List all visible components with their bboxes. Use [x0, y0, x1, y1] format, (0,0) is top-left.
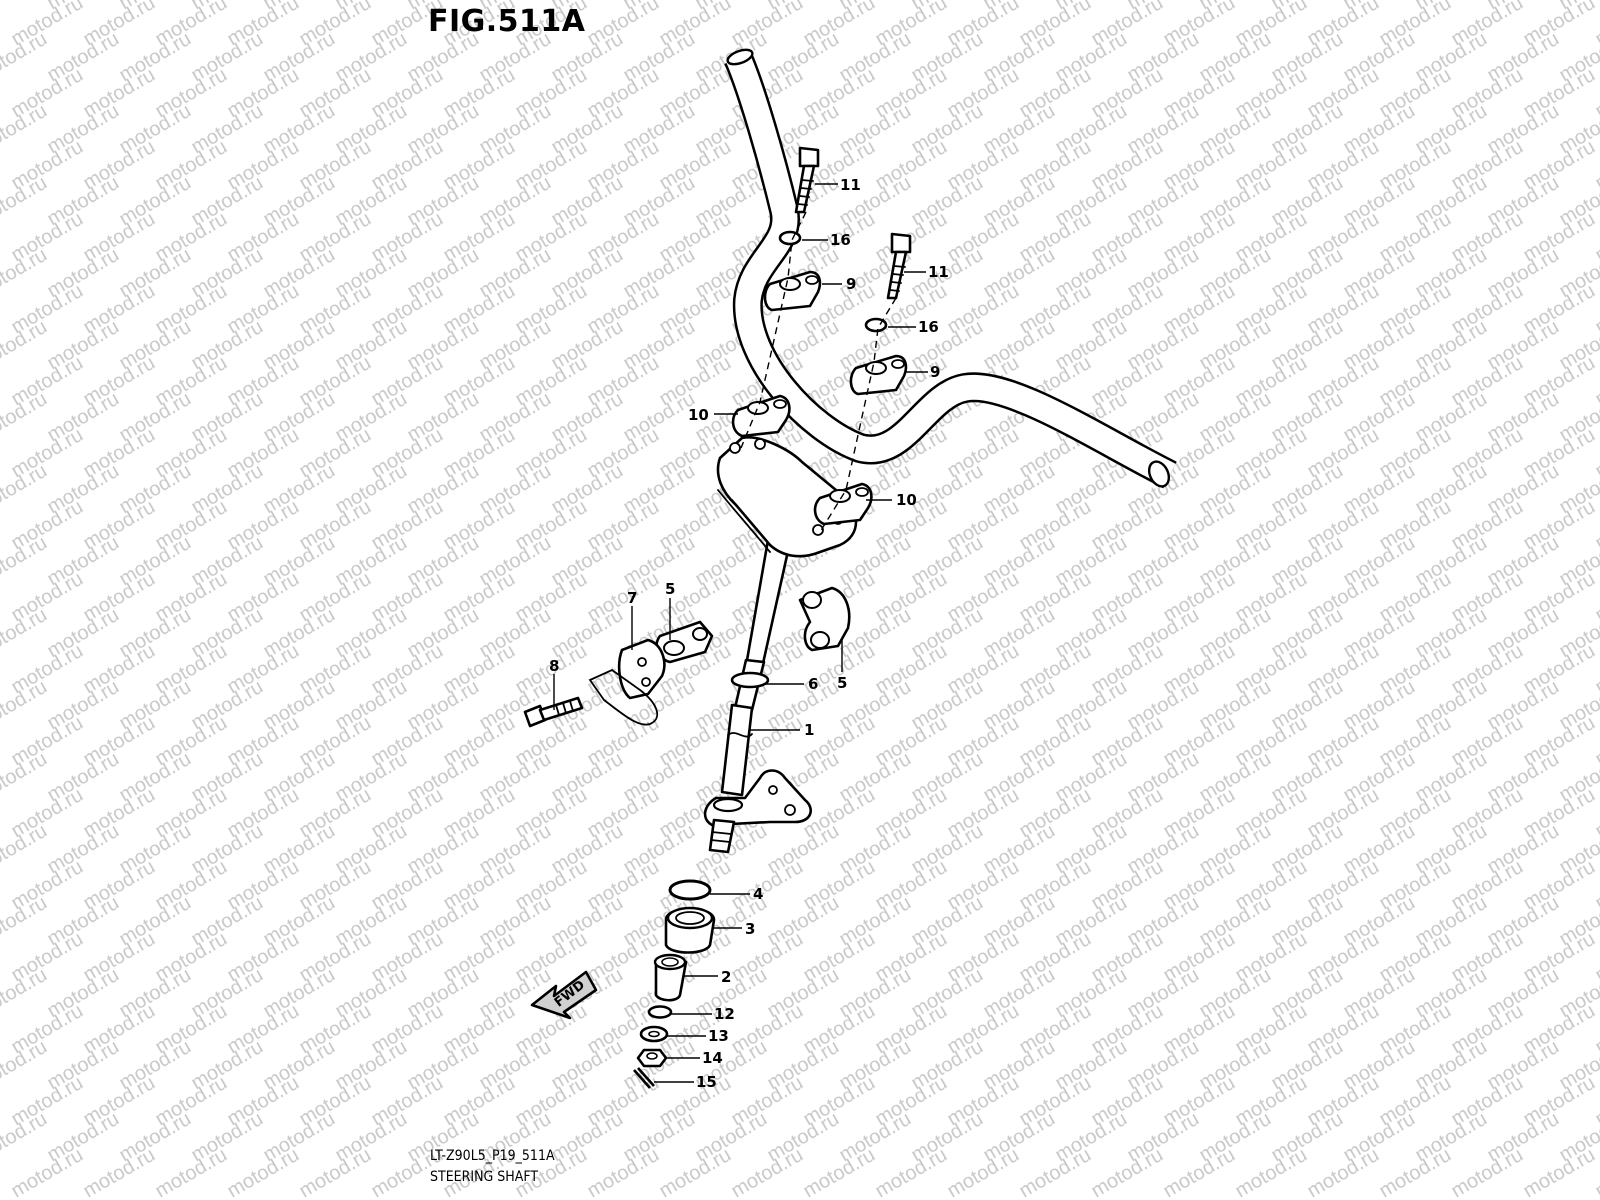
watermark-text: motod.ru: [0, 748, 51, 807]
callout-10: 10: [896, 491, 917, 509]
bearing-3: [664, 906, 716, 954]
callout-1: 1: [804, 721, 814, 739]
watermark-text: motod.ru: [0, 604, 51, 663]
watermark-text: motod.ru: [0, 100, 51, 159]
callout-5: 5: [837, 674, 847, 692]
washer-16-left: [778, 230, 802, 246]
callout-10: 10: [688, 406, 709, 424]
figure-title: FIG.511A: [428, 4, 586, 39]
callout-8: 8: [549, 657, 559, 675]
figure-name: STEERING SHAFT: [430, 1169, 539, 1185]
nut-14: [636, 1048, 668, 1068]
watermark-text: motod.ru: [0, 244, 51, 303]
watermark-text: motod.ru: [0, 172, 51, 231]
callout-13: 13: [708, 1027, 729, 1045]
bush-2: [653, 953, 688, 1002]
watermark-text: motod.ru: [0, 676, 51, 735]
callout-2: 2: [721, 968, 731, 986]
callout-3: 3: [745, 920, 755, 938]
watermark-text: motod.ru: [0, 28, 51, 87]
watermark-text: motod.ru: [0, 532, 51, 591]
callout-7: 7: [627, 589, 637, 607]
seal-6: [730, 671, 770, 689]
watermark-text: motod.ru: [0, 1108, 51, 1167]
watermark-text: motod.ru: [0, 1036, 51, 1095]
watermark-text: motod.ru: [0, 820, 51, 879]
callout-15: 15: [696, 1073, 717, 1091]
callout-5: 5: [665, 580, 675, 598]
callout-6: 6: [808, 675, 818, 693]
callout-9: 9: [930, 363, 940, 381]
callout-4: 4: [753, 885, 763, 903]
callout-16: 16: [830, 231, 851, 249]
figure-code: LT-Z90L5_P19_511A: [430, 1148, 555, 1164]
callout-11: 11: [928, 263, 949, 281]
callout-16: 16: [918, 318, 939, 336]
callout-11: 11: [840, 176, 861, 194]
o-ring-4: [668, 879, 712, 901]
washer-13: [639, 1025, 669, 1043]
watermark-text: motod.ru: [0, 964, 51, 1023]
watermark-text: motod.ru: [0, 388, 51, 447]
washer-12: [647, 1005, 673, 1019]
watermark-text: motod.ru: [1592, 1144, 1600, 1200]
watermark-text: motod.ru: [0, 460, 51, 519]
callout-14: 14: [702, 1049, 723, 1067]
watermark-text: motod.ru: [0, 316, 51, 375]
callout-9: 9: [846, 275, 856, 293]
watermark-text: motod.ru: [0, 892, 51, 951]
callout-12: 12: [714, 1005, 735, 1023]
